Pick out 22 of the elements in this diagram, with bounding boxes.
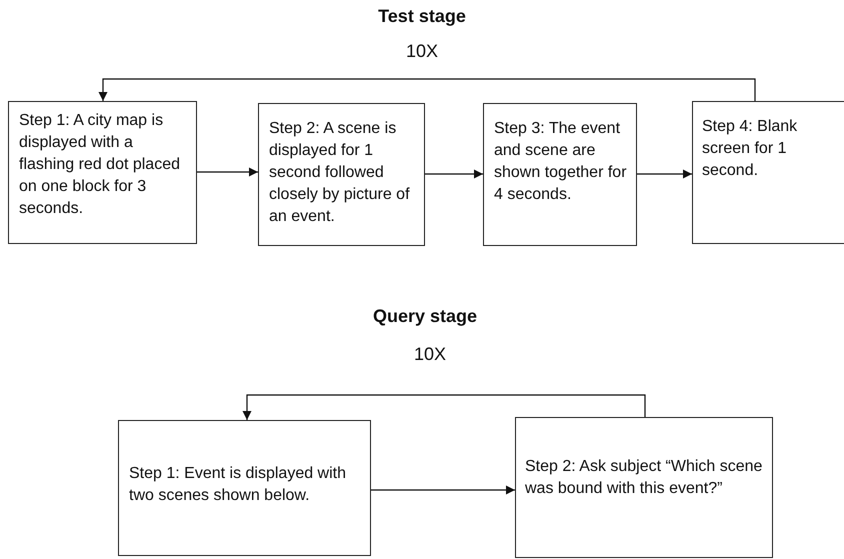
step-box (118, 420, 371, 556)
step-text: Step 1: Event is displayed with two scenes shown below. (129, 464, 348, 506)
stage-heading: Query stage (372, 306, 478, 327)
step-box (692, 101, 844, 244)
arrow (371, 486, 515, 494)
repeat-count: 10X (412, 344, 448, 365)
step-box (483, 103, 637, 246)
loop-arrow (98, 78, 756, 101)
step-text: Step 1: A city map is displayed with a flashing red dot placed on one block for 3 seconds. (19, 111, 181, 219)
arrow (425, 170, 483, 178)
repeat-count: 10X (404, 41, 440, 62)
loop-arrow (242, 394, 646, 420)
step-box (258, 103, 425, 246)
step-text: Step 2: A scene is displayed for 1 second followed closely by picture of an event. (269, 119, 411, 227)
arrow (637, 170, 692, 178)
step-box (8, 101, 197, 244)
stage-heading: Test stage (377, 6, 467, 27)
step-text: Step 2: Ask subject “Which scene was bound with this event?” (525, 457, 764, 499)
step-text: Step 4: Blank screen for 1 second. (702, 117, 798, 181)
step-box (515, 417, 773, 558)
step-text: Step 3: The event and scene are shown together for 4 seconds. (494, 119, 628, 205)
arrow (197, 168, 258, 176)
